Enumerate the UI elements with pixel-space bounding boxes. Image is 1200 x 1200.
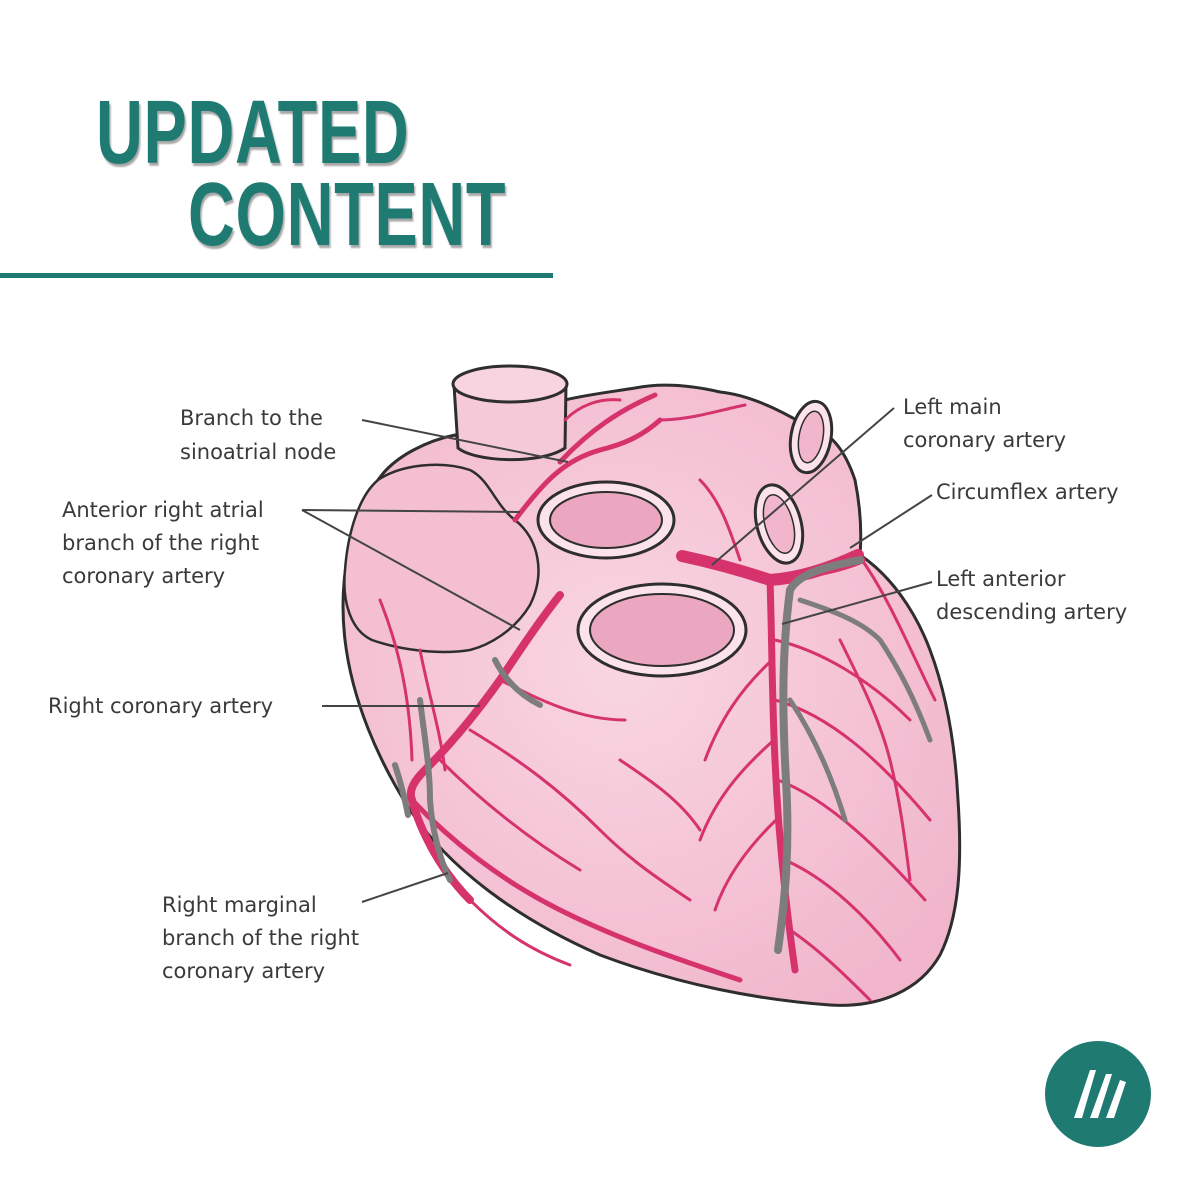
label-sa-node: Branch to the sinoatrial node [180, 406, 336, 464]
sa-node-branch [557, 392, 658, 465]
small-cardiac-vein [392, 762, 411, 818]
great-cardiac-vein [774, 556, 864, 954]
aorta [452, 383, 568, 462]
leader-left-main [711, 407, 895, 566]
label-left-main: Left main coronary artery [903, 395, 1066, 452]
brand-logo-icon [1045, 1041, 1151, 1147]
leader-lines [301, 407, 933, 903]
leader-circumflex [849, 494, 933, 549]
leader-anterior-right-atrial-b [301, 509, 521, 631]
label-right-marginal: Right marginal branch of the right coron… [162, 893, 366, 983]
right-vein [492, 657, 543, 708]
marginal-vein [417, 697, 453, 883]
anterior-right-atrial-branch [512, 417, 663, 523]
label-anterior-right-atrial: Anterior right atrial branch of the righ… [62, 498, 270, 588]
leader-sa-node [361, 419, 569, 463]
leader-anterior-right-atrial-a [301, 509, 521, 513]
right-marginal-branch [409, 797, 743, 983]
label-right-coronary: Right coronary artery [48, 694, 273, 718]
headline-line-1: UPDATED [96, 83, 410, 183]
headline-line-2: CONTENT [188, 165, 507, 265]
leader-right-marginal [361, 872, 449, 903]
artery-branches [378, 398, 937, 1002]
aorta-opening [451, 364, 569, 404]
vein-branch-middle [787, 697, 848, 823]
vein-branch-left [797, 597, 933, 743]
leader-lad [781, 581, 933, 625]
label-circumflex: Circumflex artery [936, 480, 1119, 504]
label-lad: Left anterior descending artery [936, 567, 1127, 624]
header-divider [0, 273, 553, 278]
